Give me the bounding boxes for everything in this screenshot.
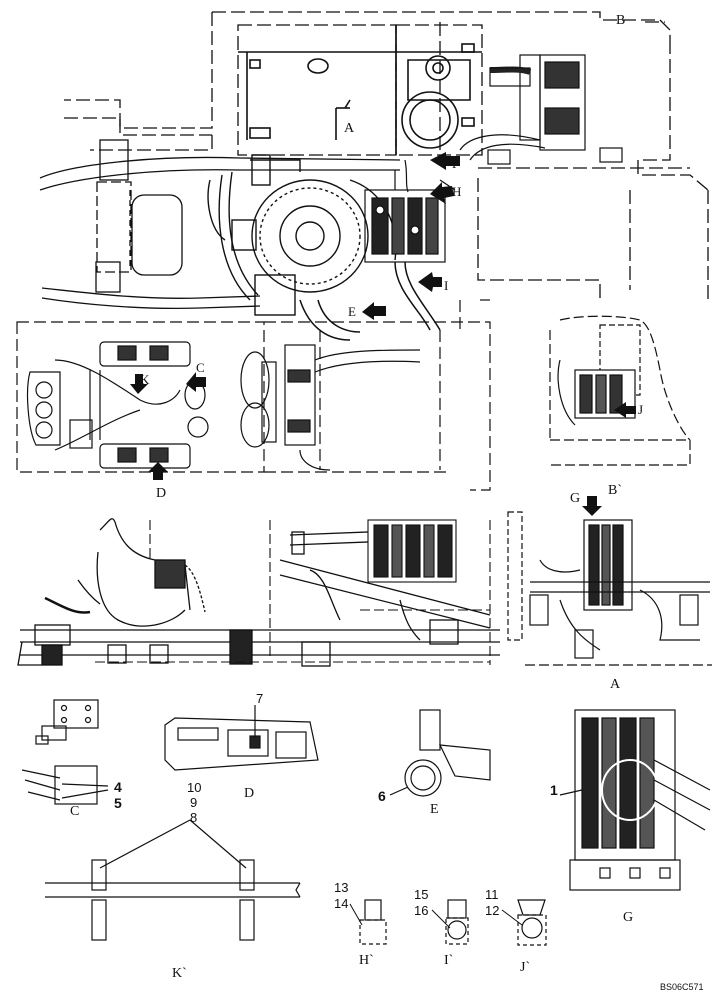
side-view-valve xyxy=(367,519,457,583)
arrow-e xyxy=(362,302,386,320)
label-i-top: I xyxy=(444,278,448,293)
label-f-top: F xyxy=(452,156,459,171)
control-valve-top xyxy=(364,159,456,263)
part-number-labels: 1 4 5 6 7 10 9 8 13 14 15 16 11 12 xyxy=(114,691,558,918)
label-k-view: K` xyxy=(172,966,187,981)
label-g-top: G xyxy=(570,491,580,506)
a-view-detail xyxy=(507,511,712,666)
label-a-main: A xyxy=(344,121,355,136)
part-16: 16 xyxy=(414,903,428,918)
part-14: 14 xyxy=(334,896,348,911)
leader-lines xyxy=(349,903,523,929)
e-view-detail xyxy=(389,709,491,797)
drawing-code: BS06C571 xyxy=(660,982,704,992)
part-11: 11 xyxy=(485,887,499,902)
hij-view-details xyxy=(359,899,547,946)
part-1: 1 xyxy=(550,782,558,798)
arrow-d xyxy=(148,462,168,480)
label-h-view: H` xyxy=(359,953,374,968)
arrows xyxy=(130,152,636,516)
boom-arm-lines xyxy=(39,139,401,310)
main-pump-assembly xyxy=(459,54,623,165)
part-7: 7 xyxy=(256,691,263,706)
swivel-joint-area xyxy=(240,344,421,471)
arrow-h xyxy=(430,182,454,204)
k-view-detail xyxy=(45,819,301,941)
label-c-top: C xyxy=(196,360,205,375)
label-a-view: A xyxy=(610,677,621,692)
label-e-top: E xyxy=(348,304,356,319)
part-13: 13 xyxy=(334,880,348,895)
label-k-top: K xyxy=(140,372,150,387)
part-15: 15 xyxy=(414,887,428,902)
arrow-i xyxy=(418,272,442,292)
label-h-top: H xyxy=(452,184,461,199)
label-d-top: D xyxy=(156,486,166,501)
part-10: 10 xyxy=(187,780,201,795)
b-view-detail xyxy=(549,315,691,466)
arrow-c xyxy=(186,372,206,392)
part-6: 6 xyxy=(378,788,386,804)
g-view-detail xyxy=(559,709,711,891)
label-d-view: D xyxy=(244,786,254,801)
view-labels: A B C D E F H I J K B` G A C D E G K` H`… xyxy=(70,13,643,981)
upper-frame-outline xyxy=(64,11,709,300)
middle-frame-outline xyxy=(16,299,491,491)
side-view-frame-dashed xyxy=(95,520,491,665)
label-b-top: B xyxy=(616,13,625,28)
label-j-top: J xyxy=(638,402,643,417)
arrow-k xyxy=(130,374,148,394)
pilot-valve-console xyxy=(26,341,209,469)
part-12: 12 xyxy=(485,903,499,918)
label-j-view: J` xyxy=(520,960,530,975)
part-5: 5 xyxy=(114,795,122,811)
part-4: 4 xyxy=(114,779,122,795)
d-view-detail xyxy=(164,705,319,771)
part-8: 8 xyxy=(190,810,197,825)
part-9: 9 xyxy=(190,795,197,810)
arrow-f xyxy=(430,152,460,170)
side-view-cab xyxy=(17,518,500,667)
label-i-view: I` xyxy=(444,953,453,968)
upper-hose-routing xyxy=(299,261,441,341)
swing-bearing-and-pump xyxy=(207,154,397,316)
label-b-view: B` xyxy=(608,483,622,498)
upper-frame-solid xyxy=(238,25,482,155)
c-view-detail xyxy=(21,699,109,805)
arrow-g xyxy=(582,496,602,516)
label-c-view: C xyxy=(70,804,79,819)
arrow-j xyxy=(614,402,636,418)
label-e-view: E xyxy=(430,802,439,817)
label-g-view: G xyxy=(623,910,633,925)
